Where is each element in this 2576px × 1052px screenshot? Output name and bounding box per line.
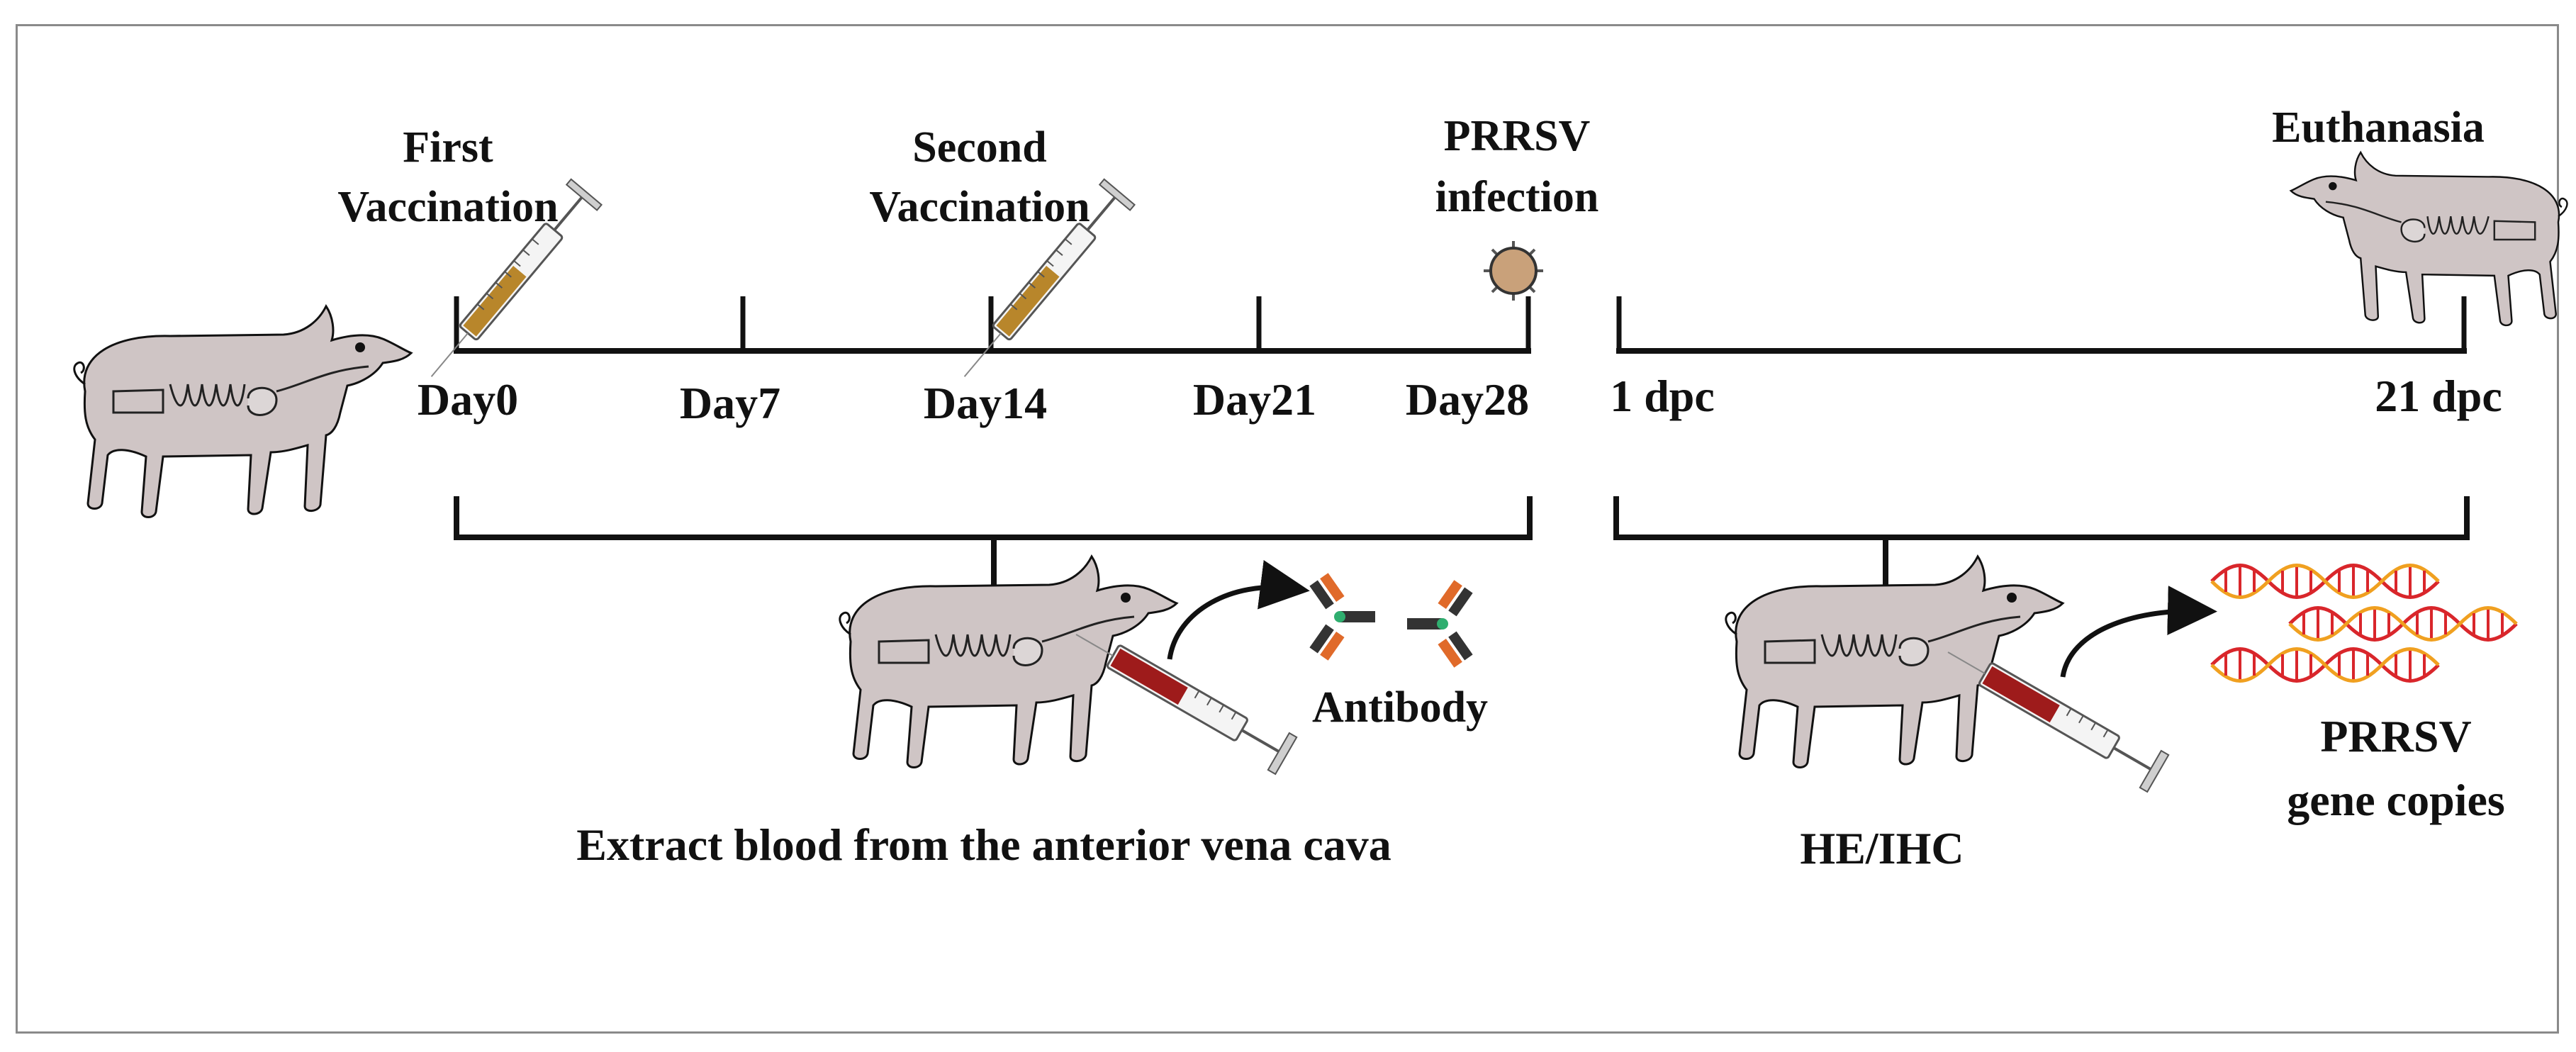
antibody-label: Antibody [1312, 683, 1488, 732]
day-label-7: Day7 [680, 378, 780, 428]
dpc-label-1: 1 dpc [1610, 371, 1715, 421]
prrsv-gene-copies-line1: PRRSV [2320, 711, 2471, 761]
timeline-ticks [454, 296, 2467, 353]
figure-frame [16, 24, 2559, 1034]
post-challenge-bracket [1613, 496, 2470, 540]
first-vaccination-line2: Vaccination [337, 183, 558, 231]
extract-blood-label: Extract blood from the anterior vena cav… [576, 819, 1391, 870]
prrsv-gene-copies-line2: gene copies [2287, 775, 2505, 825]
prrsv-infection-line2: infection [1435, 173, 1599, 221]
pre-challenge-bracket [454, 496, 1533, 540]
second-vaccination-line1: Second [912, 123, 1046, 172]
antibody-icon [1407, 580, 1473, 668]
day-label-0: Day0 [418, 374, 518, 425]
first-vaccination-line1: First [403, 123, 493, 172]
pig-icon [73, 305, 413, 518]
he-ihc-label: HE/IHC [1800, 823, 1964, 873]
virus-icon [1484, 241, 1543, 301]
day-label-14: Day14 [924, 378, 1047, 428]
arrow-icon [1167, 560, 1310, 660]
dna-icon [2212, 566, 2516, 681]
day-label-21: Day21 [1193, 374, 1316, 425]
pig-icon [2290, 151, 2568, 327]
dpc-label-21: 21 dpc [2375, 371, 2502, 421]
day-label-28: Day28 [1406, 374, 1529, 425]
arrow-icon [2060, 586, 2217, 678]
antibody-icon [1309, 573, 1375, 661]
euthanasia-label: Euthanasia [2272, 103, 2485, 152]
second-vaccination-line2: Vaccination [869, 183, 1090, 231]
pig-icon [1725, 555, 2064, 768]
prrsv-infection-line1: PRRSV [1444, 112, 1591, 160]
